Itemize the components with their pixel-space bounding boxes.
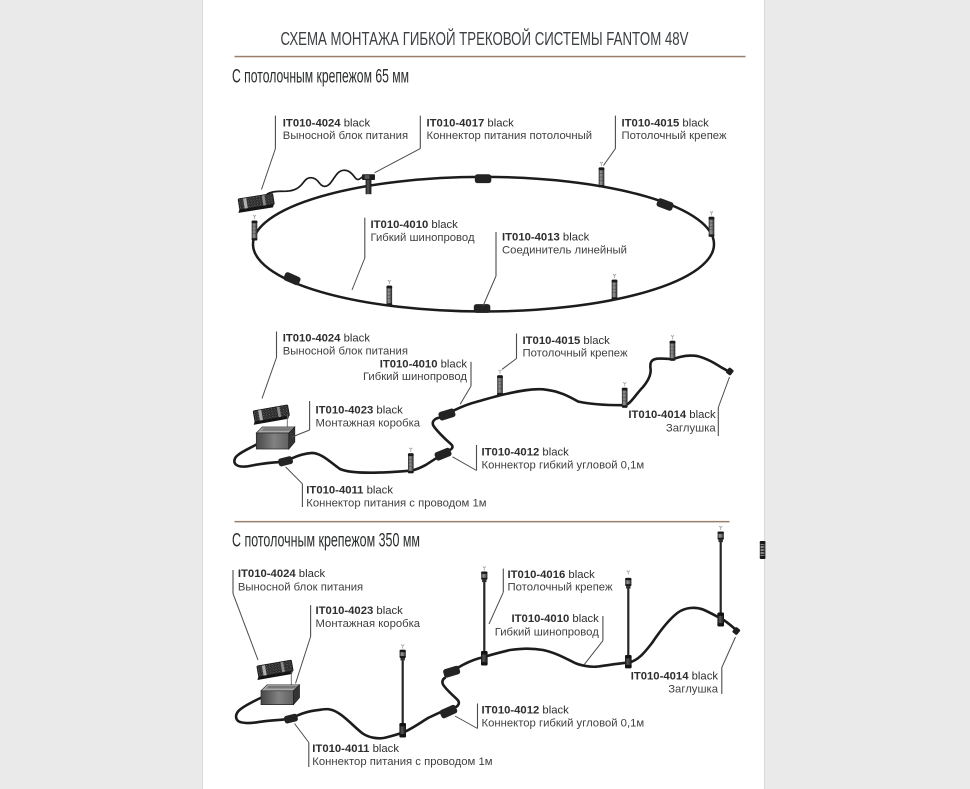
svg-text:IT010-4011 black: IT010-4011 black (306, 485, 393, 497)
svg-text:IT010-4012 black: IT010-4012 black (482, 705, 570, 717)
svg-text:Коннектор гибкий угловой 0,1м: Коннектор гибкий угловой 0,1м (482, 717, 645, 729)
svg-text:IT010-4023 black: IT010-4023 black (316, 605, 404, 617)
svg-text:IT010-4016 black: IT010-4016 black (508, 569, 596, 581)
svg-text:Потолочный крепеж: Потолочный крепеж (508, 582, 613, 594)
svg-text:IT010-4010 black: IT010-4010 black (371, 219, 459, 231)
svg-text:Выносной блок питания: Выносной блок питания (238, 582, 363, 594)
svg-text:IT010-4015 black: IT010-4015 black (523, 335, 611, 347)
svg-text:СХЕМА МОНТАЖА ГИБКОЙ ТРЕКОВОЙ: СХЕМА МОНТАЖА ГИБКОЙ ТРЕКОВОЙ СИСТЕМЫ FA… (281, 28, 689, 49)
svg-text:IT010-4024 black: IT010-4024 black (238, 568, 326, 580)
svg-text:IT010-4017 black: IT010-4017 black (427, 118, 515, 130)
svg-text:С потолочным крепежом 350 мм: С потолочным крепежом 350 мм (232, 531, 420, 552)
svg-text:IT010-4023 black: IT010-4023 black (316, 405, 404, 417)
svg-text:IT010-4010 black: IT010-4010 black (512, 613, 600, 625)
svg-text:IT010-4014 black: IT010-4014 black (631, 671, 719, 683)
svg-text:IT010-4024 black: IT010-4024 black (283, 118, 371, 130)
svg-text:Коннектор питания потолочный: Коннектор питания потолочный (427, 130, 593, 142)
svg-text:Коннектор питания с проводом 1: Коннектор питания с проводом 1м (312, 756, 492, 768)
svg-text:Коннектор питания с проводом 1: Коннектор питания с проводом 1м (306, 497, 486, 509)
svg-text:IT010-4014 black: IT010-4014 black (628, 409, 716, 421)
svg-text:Потолочный крепеж: Потолочный крепеж (622, 130, 727, 142)
svg-text:Монтажная коробка: Монтажная коробка (316, 418, 421, 430)
svg-text:IT010-4015 black: IT010-4015 black (622, 118, 710, 130)
svg-text:Гибкий шинопровод: Гибкий шинопровод (495, 627, 599, 639)
svg-text:Гибкий шинопровод: Гибкий шинопровод (363, 371, 467, 383)
svg-text:Потолочный крепеж: Потолочный крепеж (523, 348, 628, 360)
svg-text:Соединитель линейный: Соединитель линейный (502, 244, 627, 256)
svg-text:Заглушка: Заглушка (668, 684, 718, 696)
svg-text:IT010-4011 black: IT010-4011 black (312, 743, 399, 755)
svg-text:Монтажная коробка: Монтажная коробка (316, 618, 421, 630)
svg-text:IT010-4010 black: IT010-4010 black (380, 358, 468, 370)
svg-text:Коннектор гибкий угловой 0,1м: Коннектор гибкий угловой 0,1м (482, 459, 645, 471)
svg-text:IT010-4013 black: IT010-4013 black (502, 231, 590, 243)
svg-text:IT010-4012 black: IT010-4012 black (482, 447, 570, 459)
svg-text:С потолочным крепежом 65 мм: С потолочным крепежом 65 мм (232, 67, 409, 88)
svg-text:Выносной блок питания: Выносной блок питания (283, 130, 408, 142)
svg-text:Заглушка: Заглушка (666, 423, 716, 435)
svg-text:Выносной блок питания: Выносной блок питания (283, 346, 408, 358)
svg-text:Гибкий шинопровод: Гибкий шинопровод (371, 232, 475, 244)
svg-text:IT010-4024 black: IT010-4024 black (283, 333, 371, 345)
